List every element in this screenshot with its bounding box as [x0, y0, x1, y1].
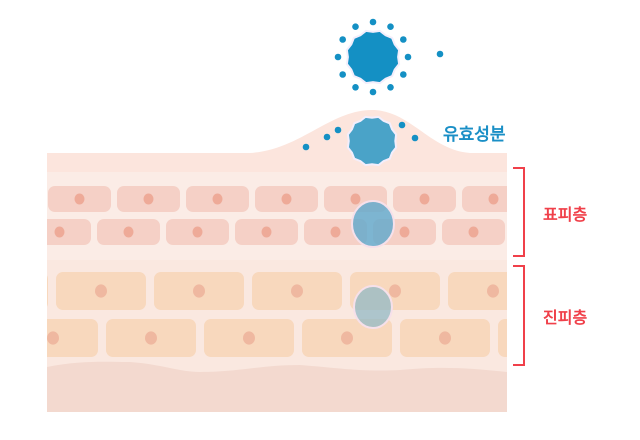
ingredient-dot	[400, 36, 407, 43]
ingredient-dot	[334, 126, 342, 134]
cell-nucleus	[143, 193, 154, 205]
ingredient-dot	[404, 53, 412, 61]
skin-cell	[235, 219, 298, 245]
active-ingredient-label: 유효성분	[443, 125, 506, 145]
ingredient-dot	[387, 84, 394, 91]
ingredient-dot	[334, 53, 342, 61]
skin-cell	[498, 319, 549, 357]
ingredient-dot	[387, 23, 394, 30]
cell-nucleus	[0, 284, 9, 297]
epidermis-label: 표피층	[543, 205, 587, 224]
skin-cell	[97, 219, 160, 245]
skin-cell	[462, 186, 507, 212]
cell-nucleus	[261, 226, 272, 238]
subcutaneous-layer	[47, 361, 507, 412]
skin-cell	[393, 186, 456, 212]
ingredient-dot	[411, 134, 419, 142]
cell-nucleus	[193, 284, 205, 298]
ingredient-particle-dermis	[353, 285, 393, 329]
skin-cell	[56, 272, 146, 310]
cell-nucleus	[212, 193, 223, 205]
ingredient-dot	[369, 88, 377, 96]
skin-cell	[448, 272, 507, 310]
skin-cell	[166, 219, 229, 245]
cell-nucleus	[145, 331, 157, 345]
ingredient-dot	[352, 23, 359, 30]
cell-nucleus	[74, 193, 85, 205]
ingredient-dot	[339, 36, 346, 43]
ingredient-dot	[339, 71, 346, 78]
ingredient-dot	[352, 84, 359, 91]
cell-nucleus	[47, 331, 59, 345]
skin-cell	[48, 186, 111, 212]
cell-nucleus	[95, 284, 107, 298]
ingredient-dot	[436, 50, 444, 58]
ingredient-particle-epidermis	[351, 200, 395, 248]
cell-nucleus	[468, 226, 479, 238]
ingredient-dot	[400, 71, 407, 78]
cell-nucleus	[123, 226, 134, 238]
skin-cell	[117, 186, 180, 212]
cell-nucleus	[330, 226, 341, 238]
dermis-bracket	[513, 265, 525, 366]
cell-nucleus	[192, 226, 203, 238]
skin-cell	[204, 319, 294, 357]
skin-cell	[0, 219, 22, 245]
cell-nucleus	[341, 331, 353, 345]
cell-nucleus	[243, 331, 255, 345]
ingredient-dot	[369, 18, 377, 26]
skin-cell	[255, 186, 318, 212]
epidermis-bracket	[513, 167, 525, 257]
skin-cell	[442, 219, 505, 245]
skin-cell	[0, 275, 48, 307]
epidermis-layer	[47, 172, 507, 260]
cell-nucleus	[487, 284, 499, 298]
skin-cell	[47, 219, 91, 245]
ingredient-dot	[398, 121, 406, 129]
cell-nucleus	[537, 331, 549, 344]
ingredient-particle-surface	[346, 115, 398, 167]
cell-nucleus	[350, 193, 361, 205]
cell-nucleus	[389, 284, 401, 298]
skin-cell	[47, 319, 98, 357]
cell-nucleus	[281, 193, 292, 205]
cell-nucleus	[54, 226, 65, 238]
skin-cell	[154, 272, 244, 310]
skin-cell	[186, 186, 249, 212]
cell-nucleus	[439, 331, 451, 345]
cell-nucleus	[291, 284, 303, 298]
skin-surface-layer	[47, 110, 507, 175]
skin-cell	[0, 186, 42, 212]
skin-cell	[400, 319, 490, 357]
ingredient-particle-outside	[345, 29, 401, 85]
skin-cell	[252, 272, 342, 310]
dermis-label: 진피층	[543, 308, 587, 327]
skin-cell	[106, 319, 196, 357]
ingredient-dot	[302, 143, 310, 151]
cell-nucleus	[488, 193, 499, 205]
cell-nucleus	[419, 193, 430, 205]
cell-nucleus	[6, 194, 16, 205]
cell-nucleus	[399, 226, 410, 238]
ingredient-dot	[323, 133, 331, 141]
